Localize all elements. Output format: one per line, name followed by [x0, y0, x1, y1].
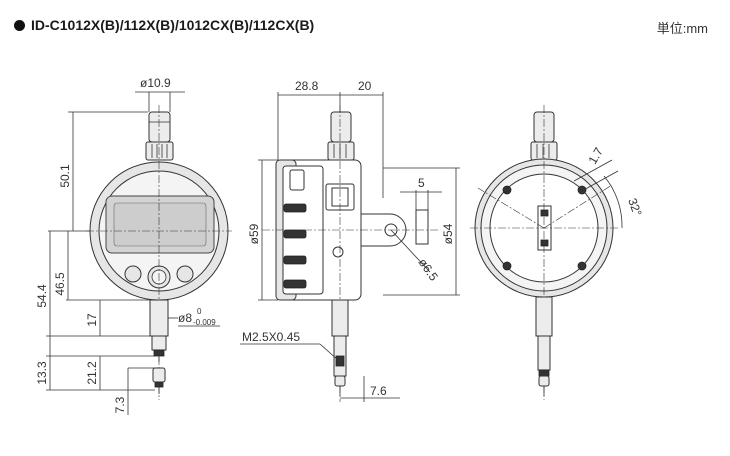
back-lug: [360, 213, 407, 247]
left-button: [124, 265, 142, 283]
back-view: 1.7 32°: [470, 105, 645, 400]
back-angle-label: 32°: [625, 196, 644, 218]
unit-label: 単位:mm: [656, 21, 708, 36]
model-numbers: ID-C1012X(B)/112X(B)/1012CX(B)/112CX(B): [31, 17, 315, 33]
back-width-1-7-label: 1.7: [585, 145, 606, 167]
stem-tolerance-upper: 0: [197, 307, 202, 316]
height-54-4-label: 54.4: [35, 284, 49, 308]
height-17-label: 17: [85, 313, 99, 327]
lug-hole-diameter-label: ø6.5: [416, 256, 441, 284]
thread-spec-label: M2.5X0.45: [242, 330, 300, 344]
height-13-3-label: 13.3: [35, 361, 49, 385]
height-21-2-label: 21.2: [85, 361, 99, 385]
bezel-diameter-59-label: ø59: [247, 223, 261, 244]
stem-tolerance-lower: -0.009: [193, 318, 216, 327]
cap-diameter-label: ø10.9: [140, 76, 171, 90]
side-view: 28.8 20 ø6.5 5 ø54: [240, 79, 460, 402]
drawing-title: ID-C1012X(B)/112X(B)/1012CX(B)/112CX(B): [14, 17, 314, 33]
stem-diameter-label: ø8: [178, 311, 192, 325]
tip-length-label: 7.6: [370, 384, 387, 398]
height-50-1-label: 50.1: [58, 164, 72, 188]
bullet-icon: [14, 19, 25, 31]
body-diameter-54-label: ø54: [441, 223, 455, 244]
depth-28-8-label: 28.8: [295, 79, 319, 93]
depth-20-label: 20: [358, 79, 372, 93]
height-7-3-label: 7.3: [113, 396, 127, 413]
lug-width-label: 5: [418, 176, 425, 190]
front-view: ø10.9 ø8 0 -0.009: [35, 76, 232, 415]
right-button: [176, 265, 194, 283]
height-46-5-label: 46.5: [53, 272, 67, 296]
